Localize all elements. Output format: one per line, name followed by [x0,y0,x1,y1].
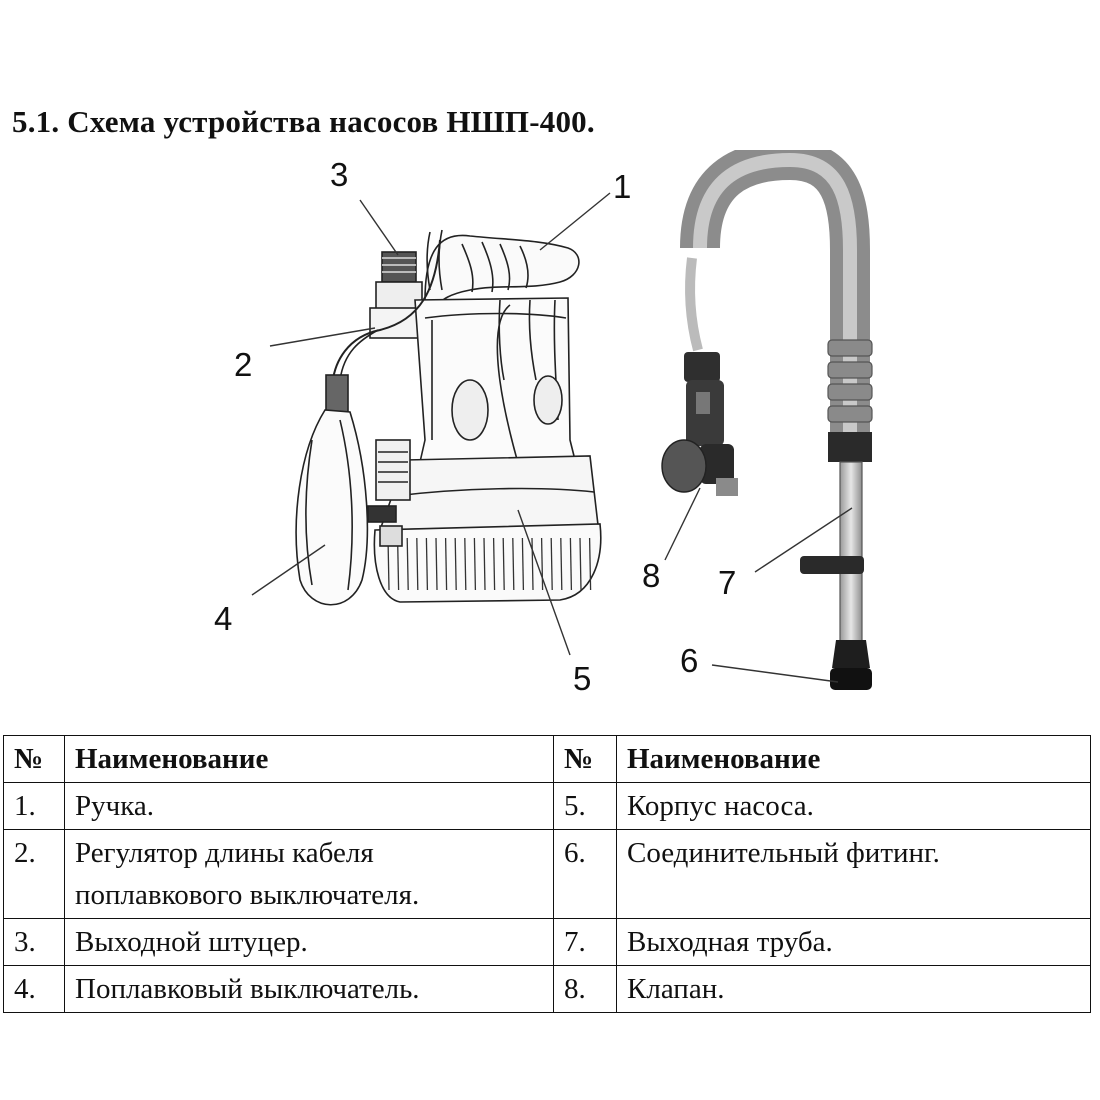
row-name: Ручка. [64,782,554,830]
callout-1: 1 [613,168,631,205]
float-switch [295,239,441,606]
handle [424,229,580,307]
table-row: 1. Ручка. 5. Корпус насоса. [3,782,1091,830]
row-number: 5. [553,782,617,830]
table-row: 4. Поплавковый выключатель. 8. Клапан. [3,965,1091,1013]
row-number: 6. [553,829,617,919]
callout-5: 5 [573,660,591,697]
row-number: 1. [3,782,65,830]
callout-4: 4 [214,600,232,637]
row-number: 2. [3,829,65,919]
pump-housing [373,297,602,603]
outlet-pipe-illustration [661,150,873,690]
row-number: 7. [553,918,617,966]
row-name: Регулятор длины кабеля поплавкового выкл… [64,829,554,919]
row-number: 8. [553,965,617,1013]
row-name: Клапан. [616,965,1091,1013]
valve [661,352,738,496]
row-number: 3. [3,918,65,966]
callout-6: 6 [680,642,698,679]
table-row: 2. Регулятор длины кабеля поплавкового в… [3,829,1091,919]
table-row: 3. Выходной штуцер. 7. Выходная труба. [3,918,1091,966]
callout-2: 2 [234,346,252,383]
table-header-row: № Наименование № Наименование [3,735,1091,783]
callout-3: 3 [330,156,348,193]
pump-leader-lines [251,192,611,656]
parts-table: № Наименование № Наименование 1. Ручка. … [3,735,1091,1013]
row-name: Выходной штуцер. [64,918,554,966]
pipe-leader-lines [664,487,853,683]
row-number: 4. [3,965,65,1013]
pump-diagram: 1 2 3 4 5 6 7 8 [214,150,873,697]
cable-holder [367,439,411,547]
row-name: Поплавковый выключатель. [64,965,554,1013]
pump-illustration [251,192,611,656]
section-heading: 5.1. Схема устройства насосов НШП-400. [12,104,595,139]
pipe-ribs [827,339,873,423]
row-name: Выходная труба. [616,918,1091,966]
row-name: Корпус насоса. [616,782,1091,830]
header-number-left: № [3,735,65,783]
header-number-right: № [553,735,617,783]
row-name: Соединительный фитинг. [616,829,1091,919]
callout-8: 8 [642,557,660,594]
header-name-left: Наименование [64,735,554,783]
header-name-right: Наименование [616,735,1091,783]
callout-7: 7 [718,564,736,601]
base-slots [387,537,592,591]
